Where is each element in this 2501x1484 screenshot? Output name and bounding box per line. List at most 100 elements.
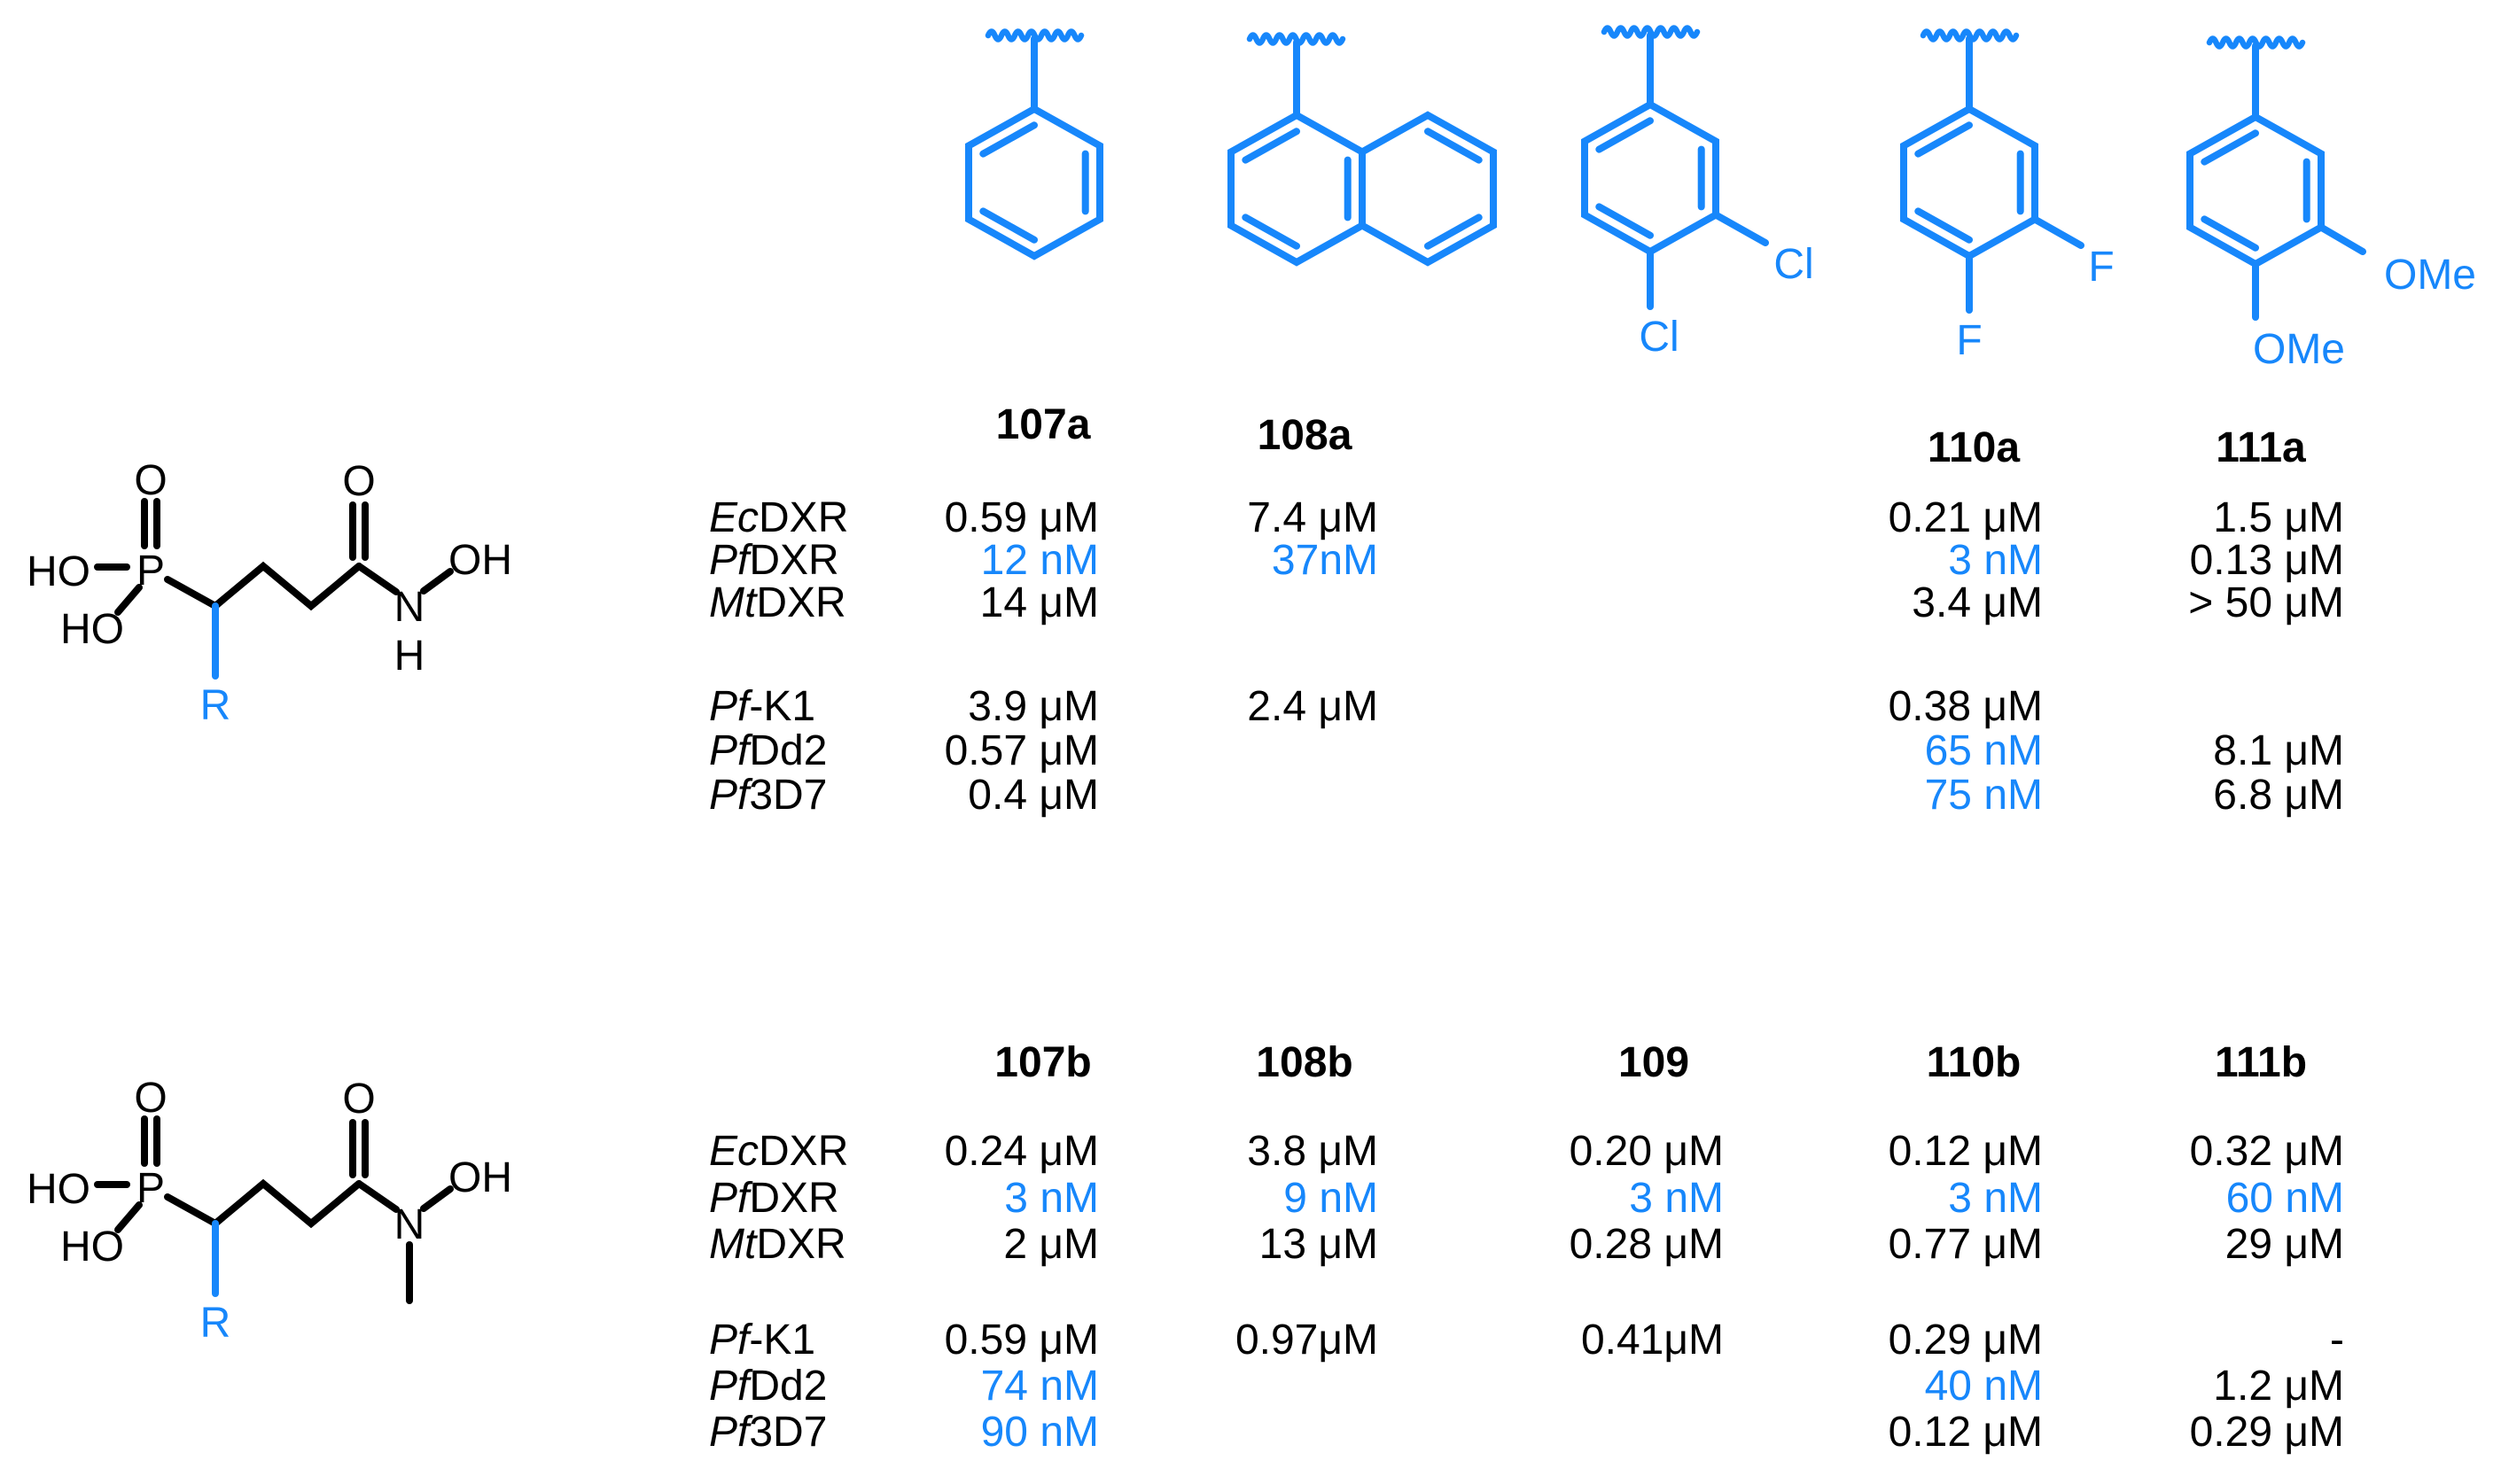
value-cell: 1.5 μM — [2213, 494, 2344, 541]
compound-header-108a: 108a — [1257, 412, 1352, 459]
value-cell: 3.9 μM — [968, 683, 1099, 730]
nitrogen-label: N — [394, 584, 425, 631]
value-cell: 0.41μM — [1580, 1317, 1724, 1364]
value-cell: 2 μM — [1003, 1221, 1099, 1268]
row-label-ecdxr: EcDXR — [709, 494, 849, 541]
value-cell: 3.4 μM — [1912, 579, 2043, 626]
value-cell: 12 nM — [980, 537, 1099, 584]
value-cell: 7.4 μM — [1247, 494, 1378, 541]
carbonyl-oxygen-label: O — [342, 458, 375, 505]
alkyl-chain — [212, 1178, 362, 1229]
value-cell: 0.12 μM — [1888, 1128, 2043, 1175]
chloro-substituent-label: Cl — [1639, 314, 1679, 361]
r-group-dichlorophenyl: Cl Cl — [1581, 25, 1814, 361]
scaffold-b-nmethyl: O P HO HO R O N OH — [27, 1075, 512, 1347]
value-cell: 0.28 μM — [1569, 1221, 1724, 1268]
value-cell: 2.4 μM — [1247, 683, 1378, 730]
hydroxyl-ho-lower-label: HO — [60, 1224, 124, 1270]
scaffold-a-nhoh: O P HO HO R O N H OH — [27, 457, 512, 729]
compound-header-107b: 107b — [994, 1039, 1092, 1086]
methoxy-substituent-label: OMe — [2384, 252, 2476, 299]
value-cell: 0.77 μM — [1888, 1221, 2043, 1268]
chloro-substituent-label: Cl — [1773, 241, 1813, 288]
value-cell: 0.29 μM — [1888, 1317, 2043, 1364]
methoxy-substituent-label: OMe — [2253, 326, 2345, 373]
benzene-ring — [1900, 105, 2038, 260]
compound-header-111b: 111b — [2214, 1039, 2308, 1086]
carbonyl-oxygen-label: O — [342, 1076, 375, 1123]
value-cell: 3 nM — [1004, 1175, 1099, 1222]
value-cell: - — [2330, 1317, 2344, 1364]
phosphoryl-oxygen-label: O — [134, 1075, 167, 1122]
value-cell: 3 nM — [1948, 1175, 2043, 1222]
compound-header-109: 109 — [1617, 1039, 1690, 1086]
naphthalene-ring-left — [1227, 111, 1366, 267]
row-label-pfdxr: PfDXR — [709, 537, 839, 584]
value-cell: 0.13 μM — [2189, 537, 2344, 584]
value-cell: 8.1 μM — [2213, 727, 2344, 774]
value-cell: 74 nM — [980, 1363, 1099, 1410]
value-cell: 90 nM — [980, 1409, 1099, 1456]
row-label-pfdd2: PfDd2 — [709, 727, 828, 774]
value-cell: 1.2 μM — [2213, 1363, 2344, 1410]
n-hydroxyl-label: OH — [448, 537, 512, 584]
wavy-bond-icon — [1246, 32, 1346, 46]
fluoro-substituent-label: F — [1956, 317, 1982, 364]
row-label-ecdxr: EcDXR — [709, 1128, 849, 1175]
value-cell: 3.8 μM — [1247, 1128, 1378, 1175]
value-cell: 0.97μM — [1235, 1317, 1378, 1364]
value-cell: > 50 μM — [2188, 579, 2344, 626]
value-cell: 0.29 μM — [2189, 1409, 2344, 1456]
value-cell: 3 nM — [1948, 537, 2043, 584]
row-label-pfdd2: PfDd2 — [709, 1363, 828, 1410]
phosphoryl-oxygen-label: O — [134, 457, 167, 504]
compound-header-107a: 107a — [995, 401, 1091, 448]
r-group-phenyl — [965, 28, 1103, 260]
value-cell: 0.21 μM — [1888, 494, 2043, 541]
compound-header-108b: 108b — [1256, 1039, 1353, 1086]
value-cell: 13 μM — [1258, 1221, 1378, 1268]
value-cell: 0.32 μM — [2189, 1128, 2344, 1175]
benzene-ring — [965, 105, 1103, 260]
value-cell: 14 μM — [979, 579, 1099, 626]
value-cell: 60 nM — [2225, 1175, 2344, 1222]
value-cell: 0.4 μM — [968, 772, 1099, 819]
value-cell: 65 nM — [1924, 727, 2043, 774]
value-cell: 29 μM — [2224, 1221, 2344, 1268]
wavy-bond-icon — [985, 28, 1085, 43]
r-group-naphthyl — [1227, 32, 1497, 267]
value-cell: 0.20 μM — [1569, 1128, 1724, 1175]
benzene-ring — [1581, 100, 1719, 256]
wavy-bond-icon — [1920, 28, 2020, 43]
nh-hydrogen-label: H — [394, 633, 425, 680]
value-cell: 0.59 μM — [944, 494, 1099, 541]
row-label-pfk1: Pf-K1 — [709, 1317, 816, 1364]
benzene-ring — [2186, 113, 2325, 268]
row-label-pfdxr: PfDXR — [709, 1175, 839, 1222]
naphthalene-ring-right — [1359, 111, 1497, 267]
value-cell: 9 nM — [1283, 1175, 1378, 1222]
fluoro-substituent-label: F — [2088, 244, 2114, 291]
value-cell: 40 nM — [1924, 1363, 2043, 1410]
wavy-bond-icon — [1601, 25, 1701, 39]
value-cell: 37nM — [1271, 537, 1378, 584]
r-group-dimethoxyphenyl: OMe OMe — [2186, 35, 2476, 373]
wavy-bond-icon — [2206, 35, 2306, 50]
row-label-mtdxr: MtDXR — [709, 579, 846, 626]
value-cell: 0.57 μM — [944, 727, 1099, 774]
compound-header-110a: 110a — [1927, 424, 2021, 471]
row-label-pf3d7: Pf3D7 — [709, 772, 828, 819]
alkyl-chain — [212, 561, 362, 611]
compound-header-111a: 111a — [2216, 424, 2306, 471]
compound-header-110b: 110b — [1926, 1039, 2022, 1086]
n-hydroxyl-label: OH — [448, 1154, 512, 1201]
r-group-difluorophenyl: F F — [1900, 28, 2115, 364]
r-group-label: R — [200, 1300, 231, 1347]
value-cell: 6.8 μM — [2213, 772, 2344, 819]
value-cell: 0.38 μM — [1888, 683, 2043, 730]
hydroxyl-ho-lower-label: HO — [60, 606, 124, 653]
r-group-label: R — [200, 682, 231, 729]
row-label-pf3d7: Pf3D7 — [709, 1409, 828, 1456]
